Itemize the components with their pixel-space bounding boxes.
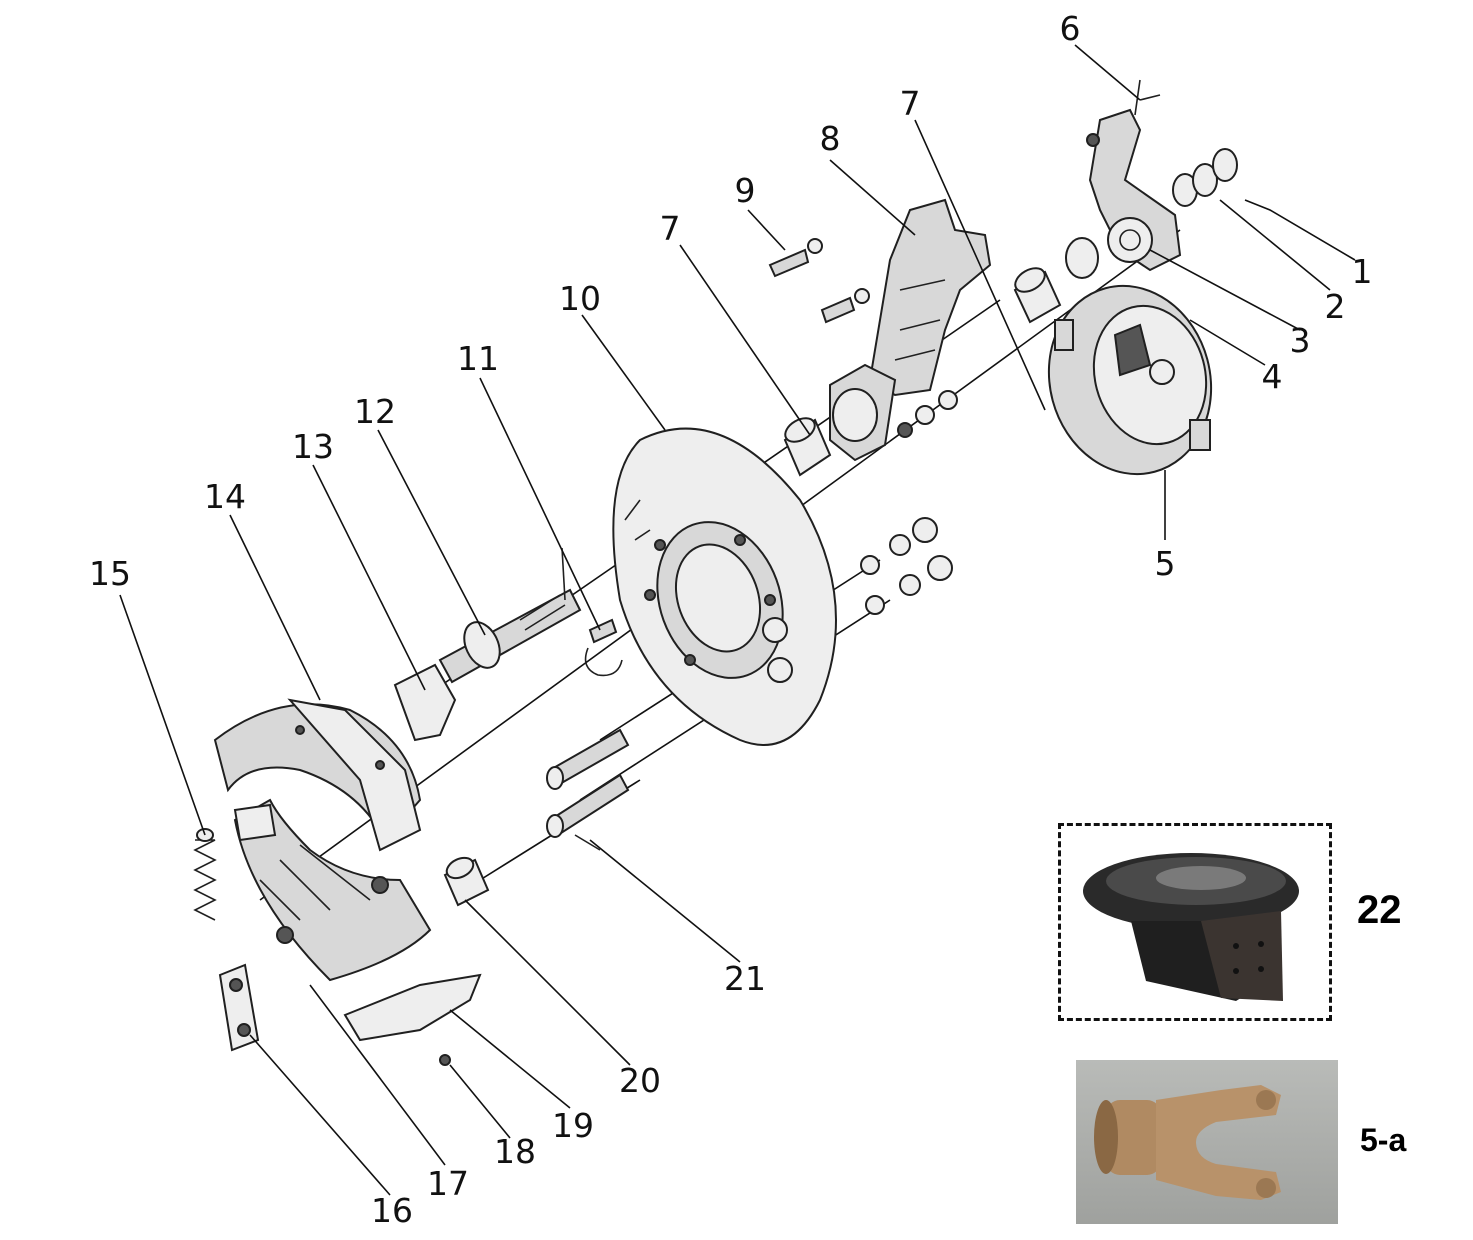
inset-assembly-label: 22 <box>1357 888 1402 932</box>
camshaft <box>438 547 582 684</box>
bolts-9 <box>768 238 870 324</box>
assembled-brake-photo <box>1083 853 1299 1001</box>
rivet <box>439 1054 451 1066</box>
callout-18: 18 <box>494 1132 536 1171</box>
callout-6: 6 <box>1060 9 1081 48</box>
callout-14: 14 <box>204 477 246 516</box>
bushing-upper <box>1013 267 1062 324</box>
cam-bushing <box>393 663 457 742</box>
callout-3: 3 <box>1290 321 1311 360</box>
callout-5: 5 <box>1155 544 1176 583</box>
roller <box>443 856 490 907</box>
slack-adjuster <box>1086 79 1182 272</box>
callout-13: 13 <box>292 427 334 466</box>
yoke-photo <box>1076 1060 1338 1224</box>
callout-8: 8 <box>820 119 841 158</box>
backing-plate <box>612 427 837 746</box>
callout-4: 4 <box>1262 357 1283 396</box>
bushing-lower <box>783 417 832 477</box>
callout-16: 16 <box>371 1191 413 1230</box>
retaining-clip <box>584 618 623 677</box>
callout-21: 21 <box>724 959 766 998</box>
callout-19: 19 <box>552 1106 594 1145</box>
leader-lines <box>119 44 1356 1196</box>
callout-10: 10 <box>559 279 601 318</box>
callout-9: 9 <box>735 171 756 210</box>
callout-20: 20 <box>619 1061 661 1100</box>
callout-1: 1 <box>1352 252 1373 291</box>
callout-15: 15 <box>89 554 131 593</box>
callout-7-left: 7 <box>660 209 681 248</box>
brake-lining <box>343 973 482 1042</box>
callout-12: 12 <box>354 392 396 431</box>
return-spring <box>193 828 217 921</box>
link-plate <box>218 963 260 1052</box>
nuts-bracket <box>897 390 958 438</box>
inset-yoke-label: 5-a <box>1360 1122 1407 1158</box>
callout-numbers: 1 2 3 4 5 6 7 7 8 9 10 11 12 13 14 15 16… <box>89 9 1373 1230</box>
yoke-clevis-image <box>1094 1085 1281 1200</box>
callout-11: 11 <box>457 339 499 378</box>
brake-chamber <box>1047 284 1213 476</box>
callout-17: 17 <box>427 1164 469 1203</box>
washers <box>1065 148 1238 279</box>
callout-7-right: 7 <box>900 84 921 123</box>
callout-2: 2 <box>1325 287 1346 326</box>
nuts-plate <box>860 517 953 615</box>
camshaft-bracket <box>829 198 992 462</box>
anchor-pins <box>546 728 630 851</box>
brake-shoes <box>213 698 432 982</box>
inset-assembly-frame <box>1058 823 1332 1021</box>
